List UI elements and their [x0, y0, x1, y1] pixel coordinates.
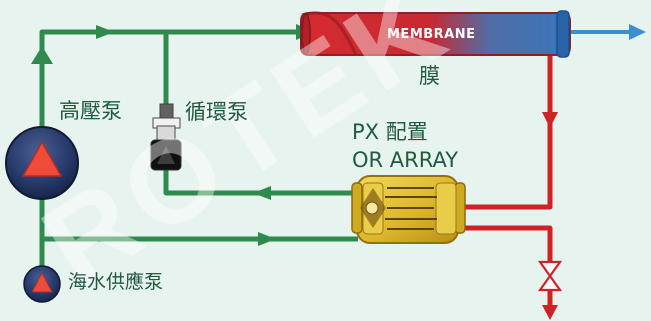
membrane-label: MEMBRANE [387, 27, 476, 42]
membrane-chinese-label: 膜 [419, 64, 440, 88]
red-piping [462, 56, 553, 306]
seawater-feed-pump-label: 海水供應泵 [68, 271, 164, 293]
reject-brine-line [462, 56, 553, 210]
right-arrow-icon [96, 25, 114, 39]
high-pressure-line [39, 29, 312, 138]
high-pressure-pump [5, 126, 79, 200]
membrane-vessel [300, 10, 571, 58]
up-arrow-icon [31, 46, 53, 64]
high-pressure-pump-label: 高壓泵 [59, 99, 122, 123]
circulation-return-line [163, 170, 358, 196]
px-device [351, 175, 466, 244]
seawater-feed-line [39, 188, 358, 242]
px-configuration-label: PX 配置 [352, 120, 428, 144]
right-arrow-icon [629, 24, 646, 40]
px-array-label: OR ARRAY [352, 148, 459, 172]
permeate-outlet [570, 24, 646, 40]
right-arrow-icon [258, 232, 276, 246]
green-piping [39, 29, 358, 274]
down-arrow-icon [542, 112, 558, 128]
circulation-pump [150, 103, 182, 171]
red-arrows [542, 112, 558, 320]
left-arrow-icon [253, 186, 271, 200]
seawater-feed-pump [23, 265, 61, 303]
circulation-pump-label: 循環泵 [185, 100, 248, 124]
drain-line [462, 225, 553, 262]
green-arrows [31, 24, 314, 246]
valve-icon [537, 260, 563, 292]
down-arrow-icon [542, 305, 558, 320]
